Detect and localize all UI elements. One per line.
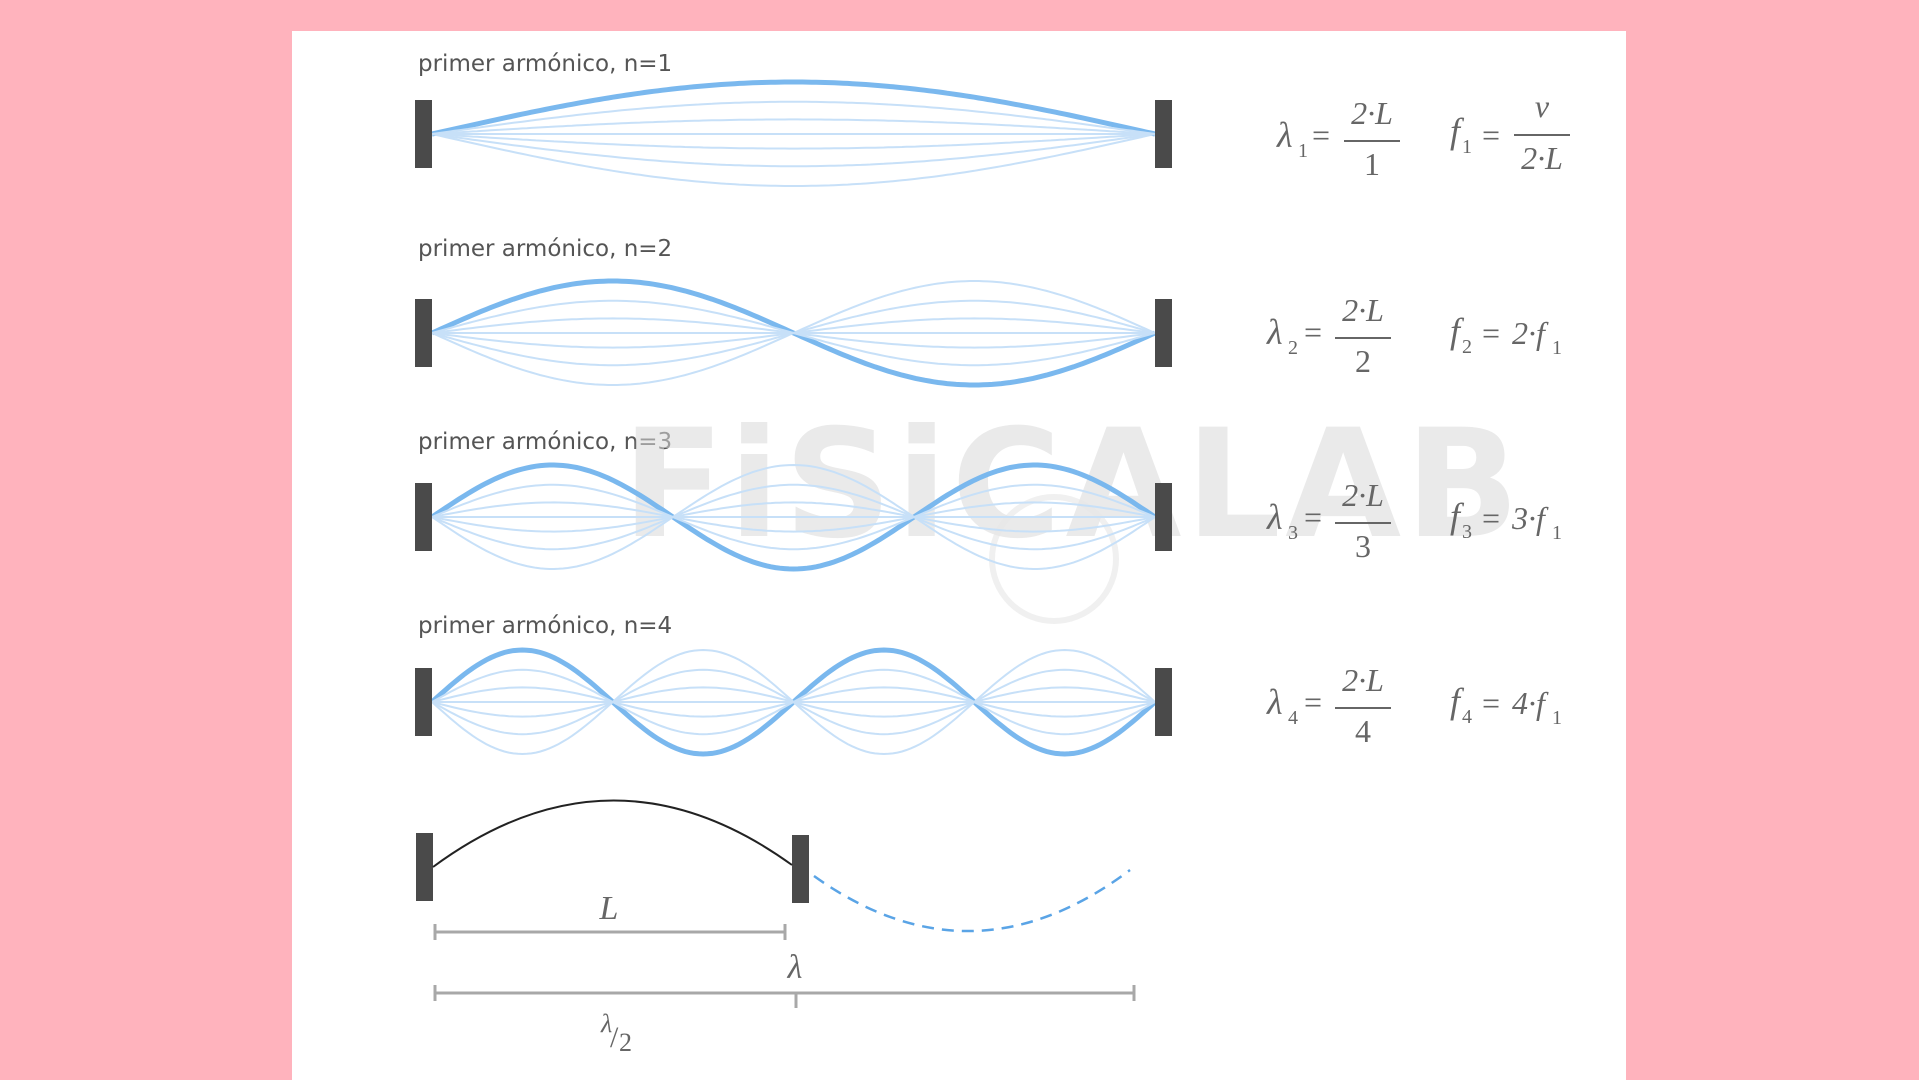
equals-sign: = [1482,315,1500,351]
equals-sign: = [1312,117,1330,153]
lambda-symbol: λ [1266,312,1283,352]
half-wavelength-label: λ / 2 [600,1009,632,1057]
clamp-left-2 [415,299,432,367]
f-numerator: v [1535,88,1550,124]
lambda-subscript: 1 [1298,140,1308,162]
harmonic-3-label: primer armónico, n=3 [418,429,673,455]
watermark-text: FiSiCALAB [622,398,1524,572]
formula-row-4: λ 4 = 2·L 4 f 4 = 4·f 1 [1266,662,1562,749]
harmonic-1-envelope-wave [431,133,1156,150]
clamp-right-bottom [792,835,809,903]
f-denominator: 2·L [1521,140,1563,176]
harmonic-1-envelope-wave [431,100,1156,135]
standing-waves-figure: FiSiCALAB L [415,79,1570,1057]
lambda-numerator: 2·L [1351,95,1393,131]
lambda-numerator: 2·L [1342,477,1384,513]
lambda-numerator: 2·L [1342,662,1384,698]
lambda-denominator: 3 [1355,528,1371,564]
half-wave-arc [432,799,793,868]
harmonic-2-label: primer armónico, n=2 [418,236,673,262]
f-subscript: 1 [1462,136,1472,158]
harmonic-3-main-wave [430,462,1157,572]
clamp-right-1 [1155,100,1172,168]
f-rhs: 3·f [1511,500,1549,536]
f-subscript: 3 [1462,521,1472,543]
wave-curves [430,79,1157,757]
lambda-subscript: 2 [1288,337,1298,359]
diagram-panel: primer armónico, n=1 primer armónico, n=… [292,31,1626,1080]
clamps [415,100,1172,903]
dashed-continuation-arc [813,869,1131,933]
harmonic-4-label: primer armónico, n=4 [418,613,673,639]
equals-sign: = [1304,314,1322,350]
harmonic-1-envelope-wave [431,118,1156,135]
f-rhs-subscript: 1 [1552,707,1562,729]
clamp-right-3 [1155,483,1172,551]
lambda-numerator: 2·L [1342,292,1384,328]
harmonic-3-envelope-wave [431,463,1156,570]
formula-row-3: λ 3 = 2·L 3 f 3 = 3·f 1 [1266,477,1562,564]
lambda-denominator: 1 [1364,146,1380,182]
harmonic-3-envelope-wave [431,501,1156,533]
equals-sign: = [1482,500,1500,536]
f-rhs: 2·f [1512,315,1549,351]
wavelength-label: λ [787,949,803,986]
watermark-ring [989,494,1119,624]
f-subscript: 4 [1462,706,1472,728]
f-subscript: 2 [1462,336,1472,358]
half-label-denominator: 2 [619,1028,632,1057]
harmonic-3-envelope-wave [431,483,1156,551]
harmonic-3-envelope-wave [431,483,1156,551]
equals-sign: = [1482,117,1500,153]
equals-sign: = [1482,685,1500,721]
lambda-subscript: 3 [1288,522,1298,544]
length-label: L [599,890,619,927]
harmonic-1-label: primer armónico, n=1 [418,51,673,77]
lambda-denominator: 4 [1355,713,1371,749]
harmonic-1-main-wave [431,79,1156,137]
lambda-subscript: 4 [1288,707,1298,729]
lambda-symbol: λ [1276,115,1293,155]
clamp-left-3 [415,483,432,551]
wavelength-dimension [433,985,1136,1008]
f-rhs-subscript: 1 [1552,337,1562,359]
harmonic-3-envelope-wave [431,501,1156,533]
equals-sign: = [1304,684,1322,720]
f-rhs: 4·f [1512,685,1549,721]
clamp-right-2 [1155,299,1172,367]
clamp-left-bottom [416,833,433,901]
harmonic-1-envelope-wave [431,133,1156,168]
lambda-symbol: λ [1266,497,1283,537]
formula-row-1: λ 1 = 2·L 1 f 1 = v 2·L [1276,88,1570,182]
harmonic-1-envelope-wave [431,133,1156,187]
equals-sign: = [1304,499,1322,535]
formula-row-2: λ 2 = 2·L 2 f 2 = 2·f 1 [1266,292,1562,379]
clamp-right-4 [1155,668,1172,736]
clamp-left-1 [415,100,432,168]
half-label-slash: / [610,1021,619,1054]
length-dimension [433,924,787,940]
half-label-numerator: λ [600,1009,612,1038]
clamp-left-4 [415,668,432,736]
lambda-denominator: 2 [1355,343,1371,379]
f-rhs-subscript: 1 [1552,522,1562,544]
lambda-symbol: λ [1266,682,1283,722]
